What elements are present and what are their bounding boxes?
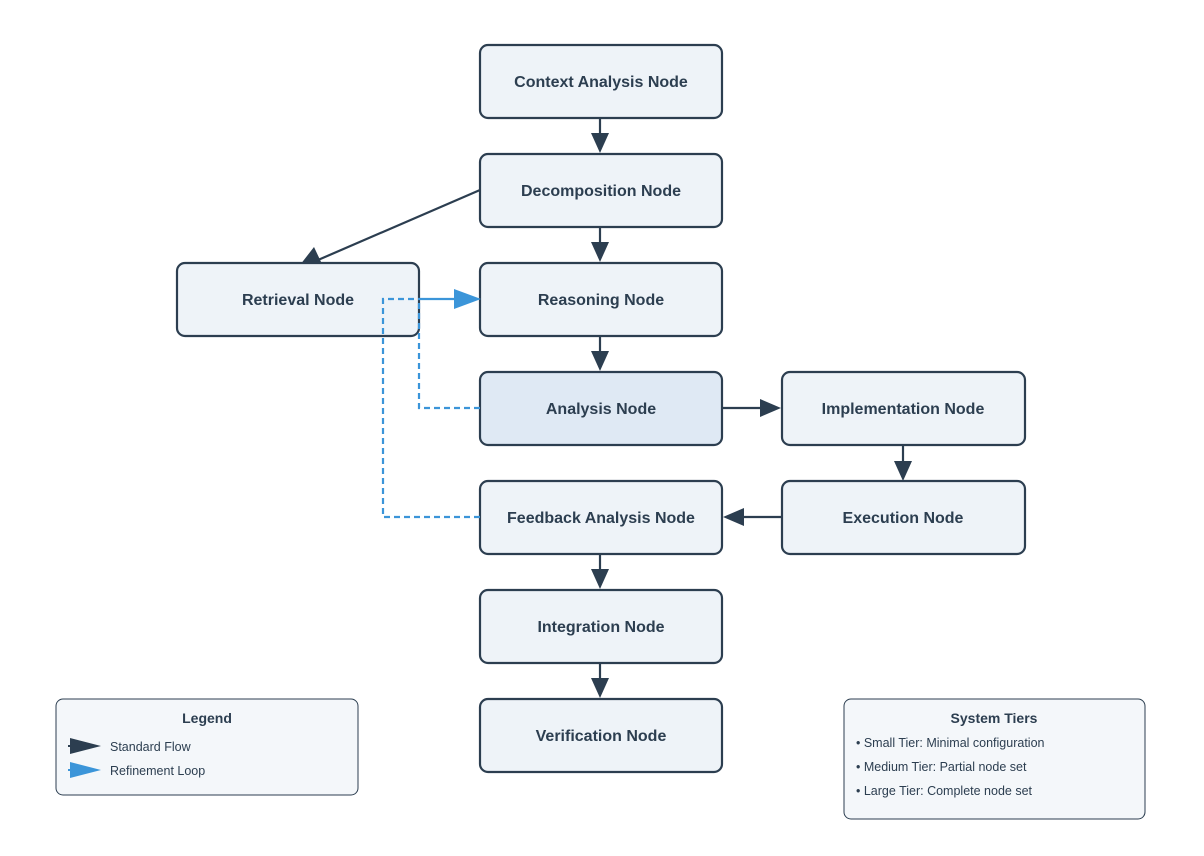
legend-title: Legend <box>182 710 232 726</box>
node-label: Execution Node <box>843 510 964 527</box>
arrowhead <box>300 247 322 265</box>
node-implementation[interactable]: Implementation Node <box>780 370 1027 447</box>
node-label: Reasoning Node <box>538 292 664 309</box>
tier-item: • Medium Tier: Partial node set <box>856 760 1027 774</box>
node-integration[interactable]: Integration Node <box>478 588 724 665</box>
edge-decomposition-to-retrieval <box>317 188 481 262</box>
refinement-loop-swatch-icon <box>70 762 101 778</box>
node-analysis[interactable]: Analysis Node <box>478 370 724 447</box>
node-reasoning[interactable]: Reasoning Node <box>478 261 724 338</box>
tiers-title: System Tiers <box>951 710 1038 726</box>
node-decomposition[interactable]: Decomposition Node <box>478 152 724 229</box>
arrowhead <box>591 133 609 153</box>
legend-item-label: Standard Flow <box>110 740 192 754</box>
node-label: Verification Node <box>536 728 667 745</box>
arrowhead <box>760 399 781 417</box>
system-tiers-panel: System Tiers • Small Tier: Minimal confi… <box>843 698 1146 820</box>
node-label: Context Analysis Node <box>514 74 688 91</box>
tier-item: • Small Tier: Minimal configuration <box>856 736 1045 750</box>
node-label: Feedback Analysis Node <box>507 510 695 527</box>
refinement-loop-edges <box>381 289 481 519</box>
node-label: Retrieval Node <box>242 292 354 309</box>
node-feedback-analysis[interactable]: Feedback Analysis Node <box>478 479 724 556</box>
standard-flow-swatch-icon <box>70 738 101 754</box>
node-execution[interactable]: Execution Node <box>780 479 1027 556</box>
arrowhead <box>454 289 481 309</box>
node-label: Decomposition Node <box>521 183 681 200</box>
node-verification[interactable]: Verification Node <box>478 697 724 774</box>
arrowhead <box>591 351 609 371</box>
arrowhead <box>894 461 912 481</box>
node-label: Implementation Node <box>822 401 985 418</box>
node-label: Analysis Node <box>546 401 656 418</box>
arrowhead <box>591 569 609 589</box>
standard-flow-edges <box>300 118 912 698</box>
node-label: Integration Node <box>537 619 664 636</box>
arrowhead <box>723 508 744 526</box>
legend-item-label: Refinement Loop <box>110 764 205 778</box>
arrowhead <box>591 242 609 262</box>
tier-item: • Large Tier: Complete node set <box>856 784 1033 798</box>
legend-panel: Legend Standard Flow Refinement Loop <box>55 698 359 796</box>
edge-feedback-to-reasoning-loop <box>381 297 480 519</box>
edge-analysis-to-reasoning-loop <box>417 299 480 410</box>
node-context-analysis[interactable]: Context Analysis Node <box>478 43 724 120</box>
arrowhead <box>591 678 609 698</box>
